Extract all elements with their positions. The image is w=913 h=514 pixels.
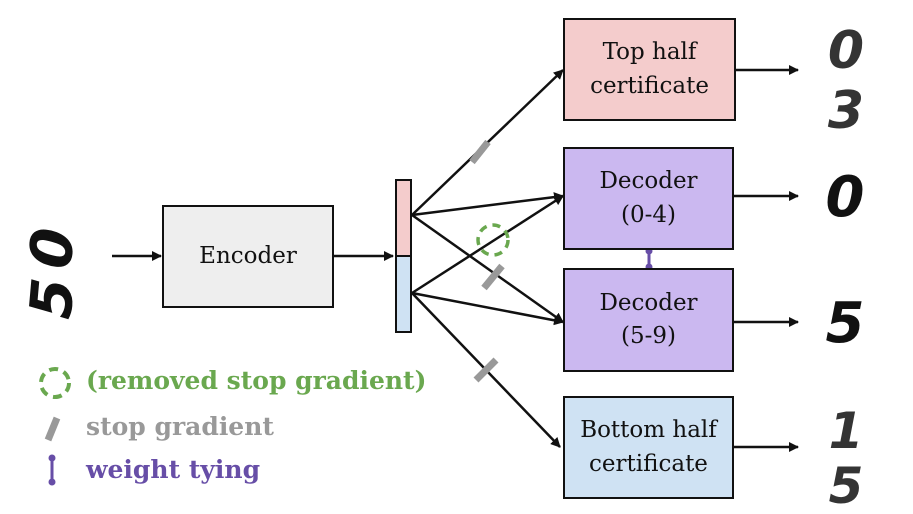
stop-gradient-mark [473,357,499,383]
encoder-box: Encoder [162,205,334,308]
legend-tying-label: weight tying [86,455,261,484]
decoder-0-4-output-digit: 0 [826,165,865,230]
bottom-cert-output-digit-bottom: 5 [829,457,864,514]
bottom-cert-box: Bottom half certificate [563,396,734,499]
latent-top-half [395,179,412,256]
removed-stop-gradient-circle [476,223,510,257]
stop-gradient-mark [469,139,491,165]
legend-stop-gradient: stop gradient [86,412,274,441]
legend-stop-icon [44,416,61,442]
legend-tying-icon-dot [48,478,56,486]
bottom-cert-output-digit-top: 1 [829,402,864,460]
top-cert-box: Top half certificate [563,18,736,121]
stop-gradient-mark [481,263,505,291]
legend-stop-label: stop gradient [86,412,274,441]
latent-bottom-to-dec-b-arrow [411,291,564,326]
legend-removed-label: (removed stop gradient) [86,366,427,395]
decoder-0-4-label-line2: (0-4) [621,201,676,228]
latent-bottom-half [395,256,412,333]
decoder-0-4-box: Decoder (0-4) [563,147,734,250]
latent-bottom-to-dec-a-arrow [411,194,564,295]
decoder-5-9-output-digit: 5 [826,291,865,356]
encoder-label: Encoder [199,242,297,269]
input-digit-bottom: 5 [16,275,87,321]
decoder-5-9-box: Decoder (5-9) [563,268,734,372]
bottom-cert-label-line2: certificate [589,450,708,477]
legend-removed-icon [39,367,71,399]
decoder-5-9-label-line2: (5-9) [621,323,676,349]
decoder-5-9-label-line1: Decoder [599,289,698,316]
top-cert-output-digit-top: 0 [828,21,864,81]
input-digit-top: 0 [16,225,87,271]
bottom-cert-label-line1: Bottom half [580,417,717,444]
latent-top-to-dec-b-arrow [411,213,564,324]
decoder-0-4-label-line1: Decoder [599,168,698,195]
legend-removed-stop-gradient: (removed stop gradient) [86,366,426,395]
top-cert-label-line1: Top half [602,39,697,66]
latent-top-to-dec-a-arrow [411,192,564,217]
legend-weight-tying: weight tying [86,455,260,484]
latent-vector [395,179,412,333]
top-cert-label-line2: certificate [590,72,709,99]
top-cert-output-digit-bottom: 3 [828,81,864,141]
legend-tying-icon-dot [48,454,56,462]
